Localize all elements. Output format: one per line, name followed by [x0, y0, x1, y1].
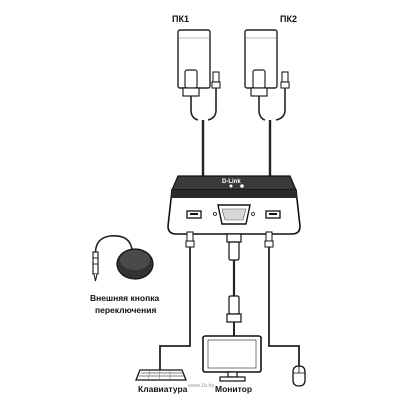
- pc1-label: ПК1: [172, 14, 189, 24]
- kvm-switch: D-Link: [167, 175, 301, 235]
- mouse-icon: [292, 365, 306, 387]
- pc2-cable-bundle: [250, 69, 290, 178]
- pc1-cable-bundle: [182, 69, 221, 178]
- monitor-label: Монитор: [215, 384, 252, 394]
- external-switch-button: [92, 234, 154, 282]
- monitor-icon: [202, 335, 262, 382]
- external-button-label-line1: Внешняя кнопка: [90, 293, 159, 303]
- pc2-label: ПК2: [280, 14, 297, 24]
- watermark: www.1k.by: [187, 383, 215, 389]
- brand-label: D-Link: [222, 179, 241, 185]
- select-button: [240, 184, 244, 188]
- monitor-cable: [226, 233, 242, 336]
- keyboard-icon: [135, 369, 187, 381]
- keyboard-label: Клавиатура: [138, 384, 188, 394]
- led-indicator: [229, 184, 233, 188]
- keyboard-cable: [159, 231, 195, 370]
- external-button-label-line2: переключения: [95, 305, 156, 315]
- mouse-cable: [264, 231, 300, 366]
